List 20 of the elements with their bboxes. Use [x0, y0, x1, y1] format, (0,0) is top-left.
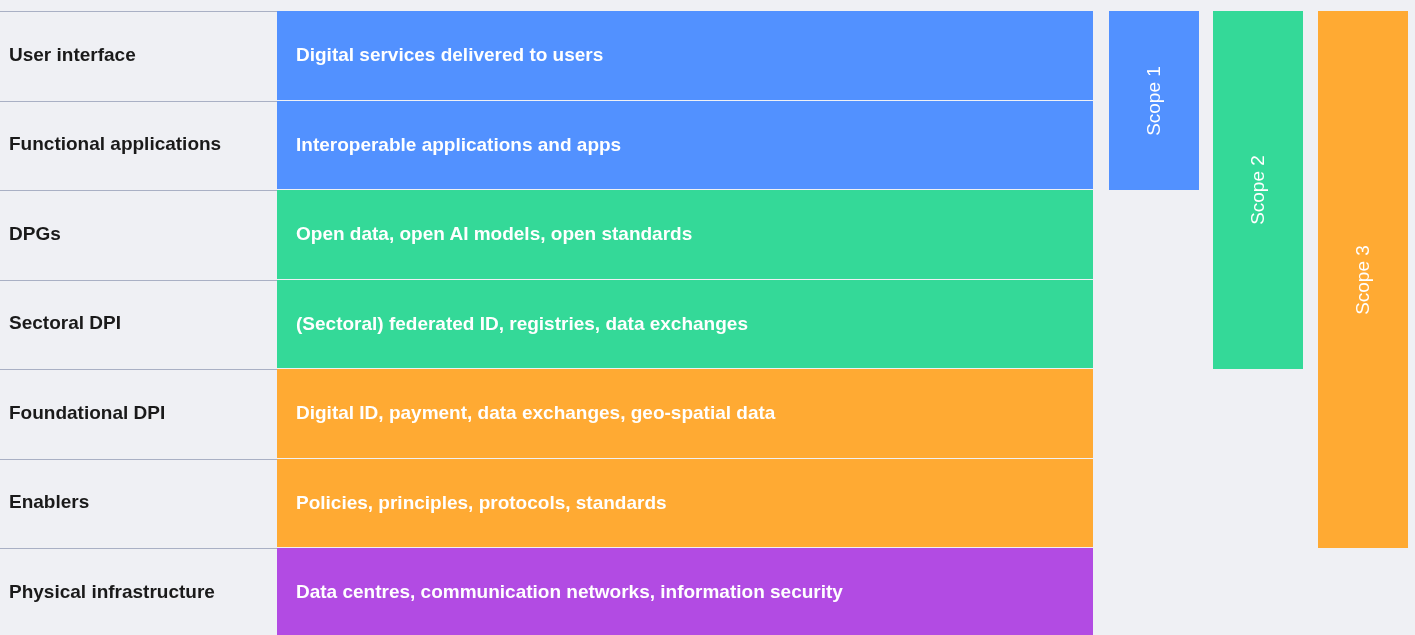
layer-name: Sectoral DPI: [9, 312, 121, 335]
layer-bar: Policies, principles, protocols, standards: [277, 458, 1093, 547]
layer-name: Foundational DPI: [9, 401, 166, 424]
layer-bar: Digital services delivered to users: [277, 11, 1093, 100]
scope-label: Scope 3: [1352, 244, 1374, 315]
layer-bar: Digital ID, payment, data exchanges, geo-spatial data: [277, 369, 1093, 458]
scope-label: Scope 2: [1247, 155, 1269, 225]
layer-bar: (Sectoral) federated ID, registries, data exchanges: [277, 279, 1093, 368]
layer-bar: Open data, open AI models, open standards: [277, 190, 1093, 279]
layer-name: Enablers: [9, 491, 90, 514]
layer-name: User interface: [9, 43, 136, 66]
layer-bar: Interoperable applications and apps: [277, 100, 1093, 189]
layer-name: Physical infrastructure: [9, 580, 215, 603]
layer-name: DPGs: [9, 222, 61, 245]
scope-bar: [1318, 11, 1408, 548]
layer-bar: Data centres, communication networks, information security: [277, 548, 1093, 635]
scope-bar: [1109, 11, 1199, 190]
layer-name: Functional applications: [9, 133, 222, 156]
scope-bar: [1213, 11, 1303, 369]
scope-label: Scope 1: [1143, 65, 1165, 136]
